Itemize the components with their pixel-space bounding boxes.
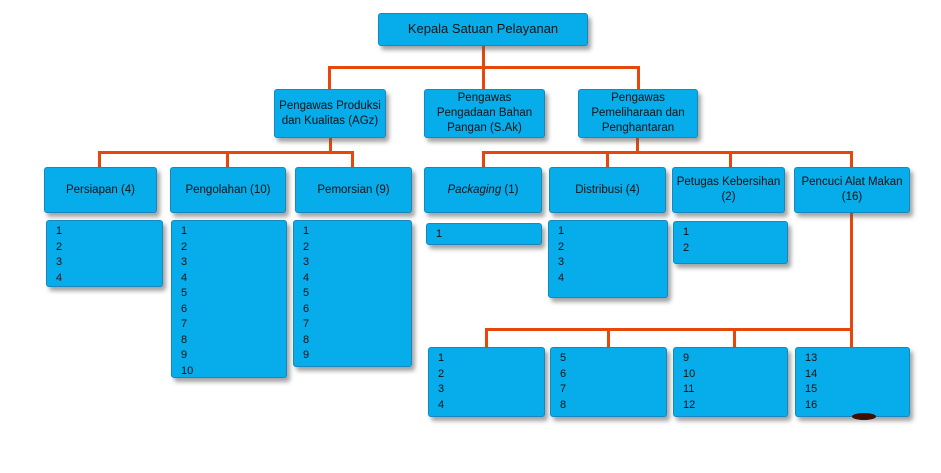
node-label: Petugas Kebersihan (2) bbox=[676, 176, 781, 203]
connector-drop-group1 bbox=[485, 328, 488, 347]
node-label: Pengolahan (10) bbox=[185, 183, 271, 196]
member-list-pengolahan: 1 2 3 4 5 6 7 8 9 10 bbox=[171, 220, 287, 378]
node-petugas-kebersihan: Petugas Kebersihan (2) bbox=[672, 167, 785, 213]
node-label-italic: Packaging bbox=[447, 183, 502, 196]
connector-root-drop-right bbox=[637, 66, 640, 90]
node-packaging: Packaging (1) bbox=[424, 167, 542, 213]
node-label: Packaging (1) bbox=[448, 183, 519, 198]
connector-drop-pengolahan bbox=[226, 151, 229, 168]
member-list-persiapan: 1 2 3 4 bbox=[46, 220, 163, 287]
member-group-9-12: 9 10 11 12 bbox=[673, 347, 788, 417]
connector-pemeliharaan-bar bbox=[482, 151, 853, 154]
connector-drop-packaging bbox=[482, 151, 485, 168]
node-pengolahan: Pengolahan (10) bbox=[170, 167, 286, 213]
member-group-1-4: 1 2 3 4 bbox=[428, 347, 545, 417]
connector-produksi-stem bbox=[329, 137, 332, 154]
connector-drop-petugas bbox=[729, 151, 732, 168]
node-pencuci-alat-makan: Pencuci Alat Makan (16) bbox=[794, 167, 910, 213]
connector-pemeliharaan-stem bbox=[636, 137, 639, 154]
node-label-suffix: (1) bbox=[501, 183, 519, 196]
member-group-5-8: 5 6 7 8 bbox=[550, 347, 667, 417]
connector-root-drop-left bbox=[328, 66, 331, 90]
member-group-13-16: 13 14 15 16 bbox=[795, 347, 910, 417]
node-label: Pengawas Pemeliharaan dan Penghantaran bbox=[591, 92, 685, 134]
connector-drop-distribusi bbox=[606, 151, 609, 168]
node-kepala-satuan-pelayanan: Kepala Satuan Pelayanan bbox=[378, 13, 588, 46]
node-label: Pengawas Pengadaan Bahan Pangan (S.Ak) bbox=[436, 92, 533, 134]
connector-pencuci-stem bbox=[850, 213, 853, 347]
connector-drop-persiapan bbox=[98, 151, 101, 168]
member-list-distribusi: 1 2 3 4 bbox=[548, 220, 668, 298]
member-list-packaging: 1 bbox=[426, 223, 542, 245]
node-label: Pencuci Alat Makan (16) bbox=[801, 176, 903, 203]
node-label: Persiapan (4) bbox=[65, 183, 136, 196]
node-label: Distribusi (4) bbox=[575, 183, 640, 196]
member-list-petugas-kebersihan: 1 2 bbox=[673, 221, 788, 264]
node-persiapan: Persiapan (4) bbox=[44, 167, 157, 213]
connector-drop-pencuci bbox=[850, 151, 853, 168]
node-pengawas-pengadaan: Pengawas Pengadaan Bahan Pangan (S.Ak) bbox=[424, 89, 545, 138]
connector-drop-group2 bbox=[607, 328, 610, 347]
connector-drop-group3 bbox=[733, 328, 736, 347]
connector-root-bar bbox=[328, 66, 640, 69]
node-pengawas-produksi: Pengawas Produksi dan Kualitas (AGz) bbox=[274, 89, 386, 138]
node-distribusi: Distribusi (4) bbox=[549, 167, 666, 213]
connector-drop-pemorsian bbox=[351, 151, 354, 168]
node-label: Pemorsian (9) bbox=[317, 183, 390, 196]
node-pengawas-pemeliharaan: Pengawas Pemeliharaan dan Penghantaran bbox=[578, 89, 698, 138]
node-label: Kepala Satuan Pelayanan bbox=[407, 21, 559, 37]
member-list-pemorsian: 1 2 3 4 5 6 7 8 9 bbox=[293, 220, 412, 367]
ink-smudge bbox=[852, 413, 876, 420]
node-pemorsian: Pemorsian (9) bbox=[295, 167, 412, 213]
node-label: Pengawas Produksi dan Kualitas (AGz) bbox=[279, 99, 381, 127]
connector-pencuci-bar bbox=[485, 328, 853, 331]
